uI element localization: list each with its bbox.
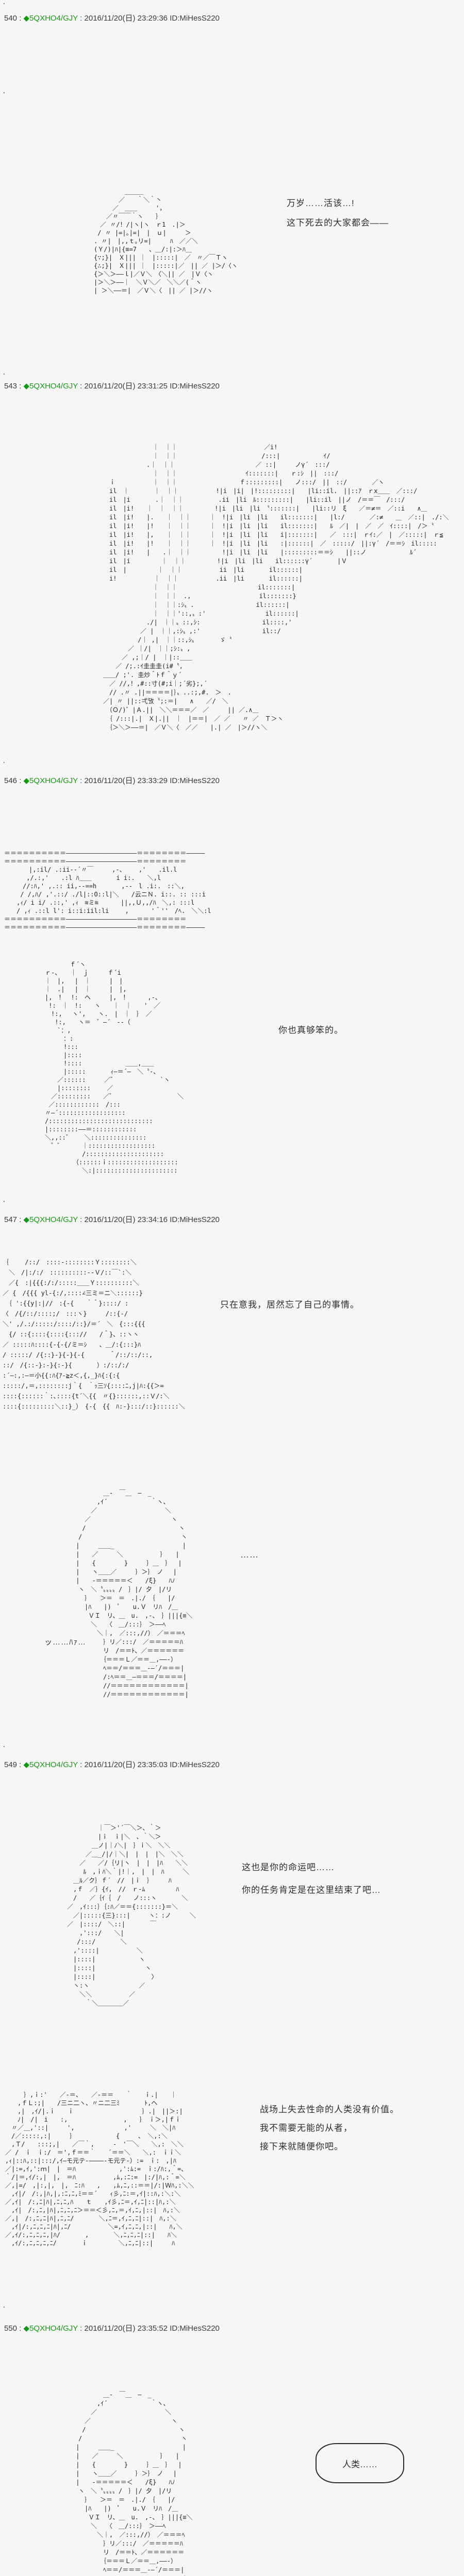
post-550-header: 550 : ◆5QXHO4/GJY : 2016/11/20(日) 23:35:…: [4, 2323, 220, 2333]
aa-art-girl-face: ｛ /::/ ::::-::::::::Ｙ::::::::＼ ＼ /|:/:/ …: [3, 1259, 185, 1410]
tripcode: ◆5QXHO4/GJY: [23, 1760, 78, 1769]
aa-art-creature: ｜ ｜｜ ／i! ｜ ｜｜ /:::| ｲ/ .｜ ｜｜ ／ ::| ノγ´ :…: [103, 444, 449, 731]
post-meta: : 2016/11/20(日) 23:29:36 ID:MiHesS220: [78, 14, 220, 23]
post-546-header: 546 : ◆5QXHO4/GJY : 2016/11/20(日) 23:33:…: [4, 775, 220, 786]
aa-art-big-head: ｝,ｉ:' ／-＝、 ／-＝＝ ｀ ｉ.| ｜ ,ｆＬ:;| /三ニ二ヽ、〃ニ二…: [5, 2091, 194, 2247]
post-540-header: 540 : ◆5QXHO4/GJY : 2016/11/20(日) 23:29:…: [4, 12, 220, 23]
header-separator: :: [17, 14, 24, 23]
dialogue-line: 万岁……活该…!: [287, 198, 355, 208]
header-separator: :: [17, 2324, 24, 2333]
post-number: 549: [4, 1760, 18, 1769]
separator-dot: .: [2, 0, 6, 6]
post-number: 547: [4, 1215, 18, 1224]
post-meta: : 2016/11/20(日) 23:33:29 ID:MiHesS220: [78, 776, 220, 785]
separator-dot: .: [2, 757, 6, 765]
header-separator: :: [17, 1760, 24, 1769]
tripcode: ◆5QXHO4/GJY: [23, 14, 78, 23]
post-meta: : 2016/11/20(日) 23:35:03 ID:MiHesS220: [78, 1760, 220, 1769]
aa-art-celebrating-girl: ＿＿＿ ／ ｀＼｀丶 ／ ＿＿ '， ／〃￣￣｀ヽ ｝ ／ 〃/！/|ヽ|ヽ ｒ…: [94, 188, 238, 294]
aa-art-longhair-girl: ｜￣＞'´￣＼＞、｀＞ |ｉ ｉ|＼ 、｀＼＞ ＿ノ|｜ﾉ＼| ｝ｉ＼ ＼＼ ／…: [67, 1824, 196, 2007]
post-543-header: 543 : ◆5QXHO4/GJY : 2016/11/20(日) 23:31:…: [4, 380, 220, 391]
separator-dot: .: [2, 369, 6, 377]
dialogue-line: 只在意我，居然忘了自己的事情。: [220, 1300, 359, 1310]
tripcode: ◆5QXHO4/GJY: [23, 1215, 78, 1224]
header-separator: :: [17, 776, 24, 785]
sound-effect-text: ッ……ﾊｧ…: [44, 1638, 87, 1647]
separator-dot: .: [2, 2302, 6, 2310]
post-number: 550: [4, 2324, 18, 2333]
dialogue-line: ……: [240, 1550, 259, 1560]
dialogue-line: 我不需要无能的从者，: [260, 2123, 353, 2133]
aa-art-sitting-figure: ＿- ￣＿ — _ ,ｲ´ ｀ヽ、 ／ ＼ ／ ヽ / ヽ / ヽ | ＿＿_ …: [76, 2391, 193, 2576]
dialogue-line: 你的任务肯定是在这里结束了吧…: [242, 1885, 381, 1895]
header-separator: :: [17, 382, 24, 391]
dialogue-line: 你也真够笨的。: [278, 1025, 343, 1035]
tripcode: ◆5QXHO4/GJY: [23, 382, 78, 391]
post-547-header: 547 : ◆5QXHO4/GJY : 2016/11/20(日) 23:34:…: [4, 1214, 220, 1225]
aa-art-open-hand: ｆ´ヽ ｒ-、 ｜ ｊ ｆ´i ｜ |, | ｜ | | ｜ .| | ｜ | …: [45, 961, 184, 1174]
post-meta: : 2016/11/20(日) 23:35:52 ID:MiHesS220: [78, 2324, 220, 2333]
speech-bubble-text: 人类……: [342, 2459, 377, 2469]
tripcode: ◆5QXHO4/GJY: [23, 2324, 78, 2333]
speech-bubble: 人类……: [316, 2443, 404, 2483]
header-separator: :: [17, 1215, 24, 1224]
post-number: 540: [4, 14, 18, 23]
separator-dot: .: [2, 1196, 6, 1204]
tripcode: ◆5QXHO4/GJY: [23, 776, 78, 785]
post-meta: : 2016/11/20(日) 23:34:16 ID:MiHesS220: [78, 1215, 220, 1224]
dialogue-line: 这也是你的命运吧……: [242, 1862, 335, 1872]
dialogue-line: 战场上失去性命的人类没有价值。: [260, 2105, 399, 2114]
post-549-header: 549 : ◆5QXHO4/GJY : 2016/11/20(日) 23:35:…: [4, 1759, 220, 1770]
separator-dot: .: [2, 88, 6, 95]
post-number: 543: [4, 382, 18, 391]
post-number: 546: [4, 776, 18, 785]
dialogue-line: 这下死去的大家都会——: [287, 218, 389, 228]
aa-art-scene-banner: ＝＝＝＝＝＝＝＝＝＝———————————————————＝＝＝＝＝＝＝＝———…: [4, 850, 211, 931]
dialogue-line: 接下来就随便你吧。: [260, 2142, 343, 2151]
aa-art-sitting-figure: ＿- ￣＿ — _ ,ｲ´ ｀ヽ、 ／ ＼ ／ ヽ / ヽ / ヽ | ＿＿_ …: [76, 1489, 193, 1698]
post-meta: : 2016/11/20(日) 23:31:25 ID:MiHesS220: [78, 382, 220, 391]
separator-dot: .: [2, 1741, 6, 1749]
